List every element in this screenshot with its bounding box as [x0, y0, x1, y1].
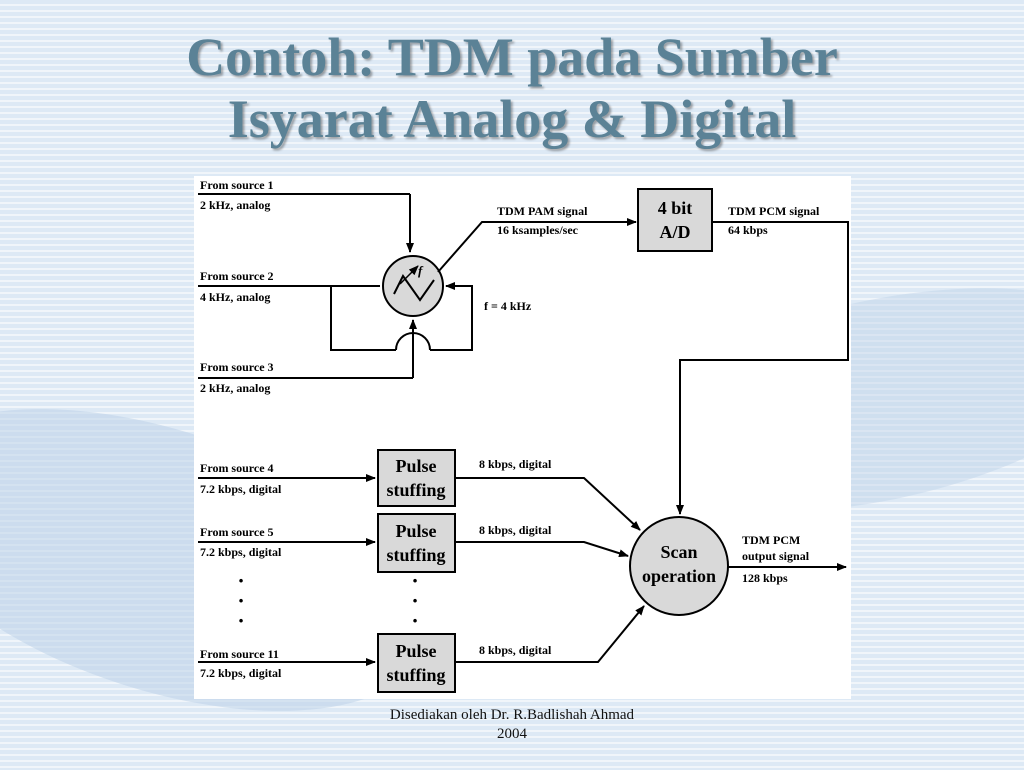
- digital-line-3: [455, 605, 645, 663]
- source-11-label: From source 11: [200, 647, 279, 661]
- pulse-stuffing-3-line-1: Pulse: [395, 641, 436, 661]
- ellipsis-dot: ·: [237, 588, 244, 613]
- digital-rate-1: 8 kbps, digital: [479, 457, 552, 471]
- pcm-signal-line: [676, 221, 849, 515]
- ellipsis-dot: ·: [237, 568, 244, 593]
- title-line-2: Isyarat Analog & Digital: [227, 89, 797, 149]
- source-2-label: From source 2: [200, 269, 274, 283]
- digital-line-1: [455, 477, 641, 531]
- sampler-switch: [393, 274, 435, 302]
- slide-title: Contoh: TDM pada Sumber Isyarat Analog &…: [0, 26, 1024, 150]
- output-label-1: TDM PCM: [742, 533, 800, 547]
- sampler-rate: f = 4 kHz: [484, 299, 532, 313]
- tdm-diagram: From source 1 2 kHz, analog From source …: [194, 176, 851, 699]
- pulse-stuffing-box-3: [377, 633, 456, 693]
- digital-rate-3: 8 kbps, digital: [479, 643, 552, 657]
- source-2-detail: 4 kHz, analog: [200, 290, 270, 304]
- sampler-loop-left: [330, 286, 396, 351]
- scan-line-2: operation: [642, 566, 716, 586]
- sampler-loop-right: [430, 282, 473, 351]
- title-line-1: Contoh: TDM pada Sumber: [186, 27, 838, 87]
- ad-line-1: 4 bit: [658, 198, 693, 218]
- sampler-rotation-arrow: [399, 265, 419, 285]
- pulse-stuffing-1-line-1: Pulse: [395, 456, 436, 476]
- pulse-stuffing-3-line-2: stuffing: [386, 665, 445, 685]
- sampler-f-label: f: [418, 263, 424, 278]
- pam-signal-line: [437, 218, 637, 273]
- tdm-diagram-svg: From source 1 2 kHz, analog From source …: [198, 178, 849, 693]
- output-rate: 128 kbps: [742, 571, 788, 585]
- ad-line-2: A/D: [660, 222, 691, 242]
- source-11-detail: 7.2 kbps, digital: [200, 666, 282, 680]
- digital-line-2: [455, 541, 629, 558]
- ellipsis-dot: ·: [237, 608, 244, 633]
- scan-line-1: Scan: [660, 542, 697, 562]
- ellipsis-dot: ·: [411, 568, 418, 593]
- pulse-stuffing-box-2: [377, 513, 456, 573]
- source-5-detail: 7.2 kbps, digital: [200, 545, 282, 559]
- pcm-signal-label: TDM PCM signal: [728, 204, 820, 218]
- slide-footer: Disediakan oleh Dr. R.Badlishah Ahmad 20…: [362, 706, 662, 744]
- output-label-2: output signal: [742, 549, 810, 563]
- ellipsis-dot: ·: [411, 588, 418, 613]
- pam-rate-label: 16 ksamples/sec: [497, 223, 579, 237]
- pam-signal-label: TDM PAM signal: [497, 204, 588, 218]
- source-3-detail: 2 kHz, analog: [200, 381, 270, 395]
- pulse-stuffing-2-line-2: stuffing: [386, 545, 445, 565]
- sampler-circle: [382, 255, 444, 317]
- footer-author: Disediakan oleh Dr. R.Badlishah Ahmad: [389, 707, 635, 723]
- footer-year: 2004: [497, 726, 527, 742]
- source-1-detail: 2 kHz, analog: [200, 198, 270, 212]
- source-3-label: From source 3: [200, 360, 274, 374]
- source-1-label: From source 1: [200, 178, 274, 192]
- ellipsis-dot: ·: [411, 608, 418, 633]
- source-4-label: From source 4: [200, 461, 274, 475]
- ad-converter-box: [637, 188, 713, 252]
- source-4-detail: 7.2 kbps, digital: [200, 482, 282, 496]
- pulse-stuffing-2-line-1: Pulse: [395, 521, 436, 541]
- digital-rate-2: 8 kbps, digital: [479, 523, 552, 537]
- pcm-rate-label: 64 kbps: [728, 223, 768, 237]
- source-5-label: From source 5: [200, 525, 274, 539]
- pulse-stuffing-1-line-2: stuffing: [386, 480, 445, 500]
